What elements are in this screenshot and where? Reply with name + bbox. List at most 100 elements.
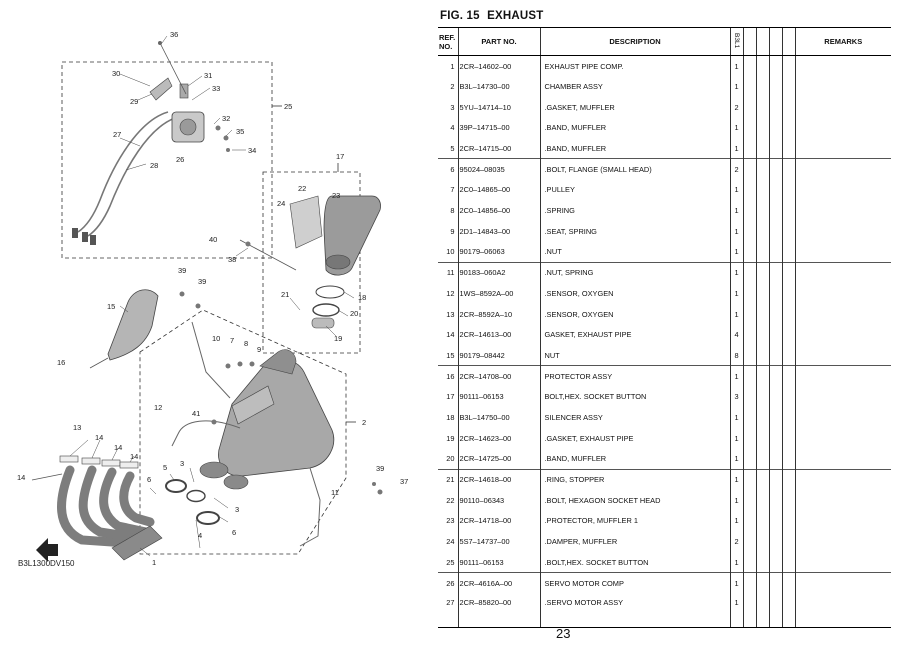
model-cell-4	[768, 261, 782, 284]
part-no-header: PART NO.	[457, 27, 540, 56]
model-cell-5	[781, 427, 795, 449]
model-cell-3	[755, 241, 769, 263]
model-cell-5	[781, 76, 795, 97]
callout: 30	[112, 69, 120, 78]
model-cell-5	[781, 200, 795, 221]
model-cell-4	[768, 510, 782, 532]
model-cell-4	[768, 552, 782, 573]
model-cell-5	[781, 241, 795, 263]
model-cell-2	[742, 158, 756, 180]
model-cell-4	[768, 407, 782, 428]
remarks-cell	[794, 593, 891, 628]
model-cell-3	[755, 365, 769, 387]
model-col-2	[742, 27, 756, 56]
part-no-cell: 2CR–85820–00	[457, 593, 540, 628]
model-cell-5	[781, 468, 795, 490]
part-no-cell: 2CR–14715–00	[457, 138, 540, 159]
model-cell-4	[768, 76, 782, 97]
part-no-cell: 2C0–14865–00	[457, 179, 540, 201]
remarks-cell	[794, 552, 891, 573]
bracket-30	[149, 77, 173, 101]
remarks-cell	[794, 345, 891, 366]
model-cell-2	[742, 261, 756, 284]
description-cell: GASKET, EXHAUST PIPE	[539, 324, 730, 346]
figure-label: FIG. 15	[440, 10, 480, 22]
remarks-cell	[794, 76, 891, 97]
model-code: B3L1	[733, 32, 740, 49]
model-cell-5	[781, 386, 795, 408]
description-cell: .GASKET, MUFFLER	[539, 96, 730, 118]
ref-cell: 2	[450, 82, 455, 92]
callout: 16	[57, 358, 65, 367]
model-cell-4	[768, 468, 782, 490]
model-cell-5	[781, 489, 795, 511]
callout-labels: 1 2 3 3 4 5 6 6 7 8 9 10 11 12 13 14 14 …	[17, 30, 408, 567]
model-cell-2	[742, 241, 756, 263]
model-cell-5	[781, 572, 795, 594]
model-cell-4	[768, 386, 782, 408]
model-cell-3	[755, 158, 769, 180]
callout: 32	[222, 114, 230, 123]
model-cell-2	[742, 324, 756, 346]
model-cell-2	[742, 55, 756, 77]
description-cell: .SENSOR, OXYGEN	[539, 303, 730, 325]
model-cell-5	[781, 531, 795, 552]
figure-title: FIG. 15 EXHAUST	[440, 10, 548, 22]
model-cell-5	[781, 96, 795, 118]
leader-lines	[69, 35, 355, 557]
callout: 10	[212, 334, 220, 343]
part-no-cell: 2CR–14613–00	[457, 324, 540, 346]
remarks-cell	[794, 241, 891, 263]
callout: 6	[232, 528, 236, 537]
part-no-cell: 5S7–14737–00	[457, 531, 540, 552]
callout: 39	[198, 277, 206, 286]
ref-cell: 8	[450, 206, 455, 216]
ref-cell: 21	[438, 468, 458, 490]
ref-cell: 25	[446, 557, 455, 567]
callout: 23	[332, 191, 340, 200]
remarks-cell	[794, 96, 891, 118]
model-header: B3L1	[729, 27, 743, 56]
callout: 21	[281, 290, 289, 299]
model-cell-5	[781, 324, 795, 346]
description-header: DESCRIPTION	[539, 27, 730, 56]
ref-cell: 11	[438, 261, 458, 284]
quantity-cell: 4	[729, 324, 743, 346]
description-cell: .SERVO MOTOR ASSY	[539, 593, 730, 628]
ref-cell: 10	[446, 247, 455, 257]
quantity-cell: 1	[729, 489, 743, 511]
quantity-cell: 1	[729, 138, 743, 159]
remarks-cell	[794, 448, 891, 470]
callout: 12	[154, 403, 162, 412]
remarks-cell	[794, 283, 891, 304]
ref-cell: 22	[446, 495, 455, 505]
front-arrow-icon	[36, 538, 58, 562]
servo-cables	[77, 111, 176, 237]
quantity-cell: 1	[729, 283, 743, 304]
quantity-cell: 1	[729, 468, 743, 490]
model-cell-5	[781, 158, 795, 180]
model-cell-3	[755, 179, 769, 201]
part-no-cell: 2C0–14856–00	[457, 200, 540, 221]
silencer-group-box	[262, 171, 361, 354]
remarks-cell	[794, 117, 891, 139]
remarks-cell	[794, 179, 891, 201]
part-no-cell: 1WS–8592A–00	[457, 283, 540, 304]
model-col-4	[768, 27, 782, 56]
model-cell-5	[781, 117, 795, 139]
quantity-cell: 1	[729, 448, 743, 470]
quantity-cell: 1	[729, 117, 743, 139]
callout: 26	[176, 155, 184, 164]
silencer	[239, 195, 381, 329]
servo-motor	[158, 41, 205, 143]
callout: 9	[257, 345, 261, 354]
quantity-cell: 2	[729, 96, 743, 118]
model-cell-3	[755, 200, 769, 221]
